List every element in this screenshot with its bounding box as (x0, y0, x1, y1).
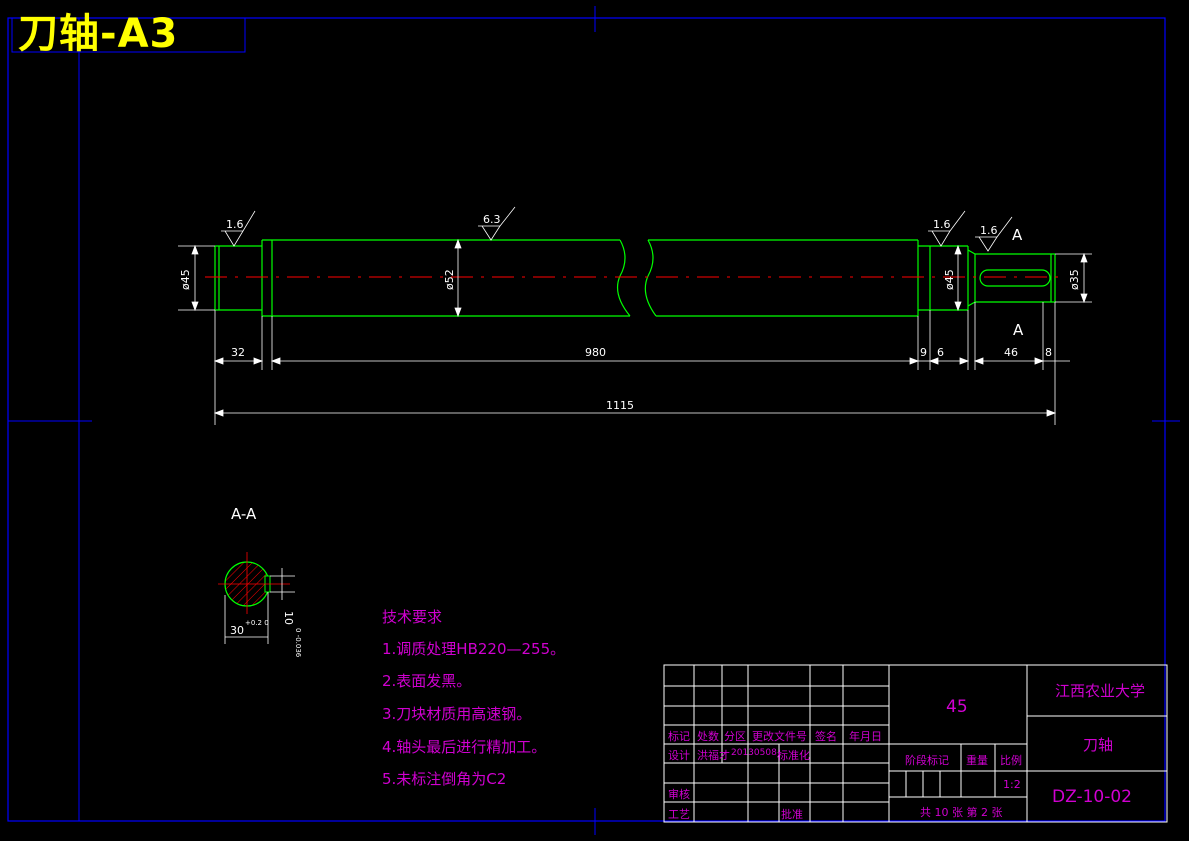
tb-header-zone: 分区 (724, 730, 746, 743)
requirements-heading: 技术要求 (382, 608, 443, 626)
tb-design-date: 20130508 (731, 748, 777, 758)
tb-design-label: 设计 (668, 749, 690, 762)
dim-8: 8 (1045, 346, 1052, 359)
title-box (11, 17, 246, 53)
dim-6: 6 (937, 346, 944, 359)
roughness-2: 6.3 (483, 213, 501, 226)
dim-d35: ø35 (1068, 269, 1081, 290)
dim-d52: ø52 (443, 269, 456, 290)
tb-header-change-doc: 更改文件号 (752, 730, 807, 743)
tb-process-label: 工艺 (668, 808, 690, 821)
tb-weight-label: 重量 (966, 754, 988, 767)
tb-standard-label: 标准化 (777, 749, 810, 762)
tb-header-date: 年月日 (849, 730, 882, 743)
requirement-1: 1.调质处理HB220—255。 (382, 640, 566, 658)
diameter-dims (178, 238, 1092, 318)
tb-header-signature: 签名 (815, 730, 837, 743)
tb-approve-label: 批准 (781, 808, 803, 821)
section-view (218, 552, 295, 644)
outer-frame (7, 17, 1166, 822)
tb-scale-label: 比例 (1000, 754, 1022, 767)
tb-designer: 洪福才 (697, 749, 730, 762)
drawing-title: 刀轴-A3 (18, 11, 179, 57)
dim-46: 46 (1004, 346, 1018, 359)
dim-1115: 1115 (606, 399, 634, 412)
section-width: 30 (230, 624, 244, 637)
tb-material: 45 (946, 697, 968, 717)
roughness-symbols (221, 206, 1013, 252)
tb-sheets: 共 10 张 第 2 张 (920, 806, 1003, 819)
tb-review-label: 审核 (668, 788, 690, 801)
section-depth-tol: 0 -0.036 (294, 628, 302, 658)
section-view-title: A-A (231, 505, 257, 523)
section-depth: 10 (282, 611, 295, 625)
dim-9: 9 (920, 346, 927, 359)
length-dims (213, 302, 1070, 425)
requirement-2: 2.表面发黑。 (382, 672, 472, 690)
roughness-4: 1.6 (980, 224, 998, 237)
dim-980: 980 (585, 346, 606, 359)
section-label-top: A (1012, 226, 1023, 244)
requirement-5: 5.未标注倒角为C2 (382, 770, 507, 788)
tb-header-count: 处数 (697, 730, 719, 743)
shaft-outline (214, 239, 1056, 317)
requirement-3: 3.刀块材质用高速钢。 (382, 705, 532, 723)
tb-school: 江西农业大学 (1055, 682, 1146, 700)
section-width-tol: +0.2 0 (245, 619, 269, 627)
roughness-3: 1.6 (933, 218, 951, 231)
dim-32: 32 (231, 346, 245, 359)
requirement-4: 4.轴头最后进行精加工。 (382, 738, 547, 756)
tb-part-name: 刀轴 (1083, 736, 1114, 754)
dim-d45-left: ø45 (179, 269, 192, 290)
tb-header-mark: 标记 (668, 730, 690, 743)
dim-d45-right: ø45 (943, 269, 956, 290)
tb-drawing-no: DZ-10-02 (1052, 787, 1132, 807)
inner-frame (78, 17, 1166, 822)
title-block-grid (663, 664, 1168, 823)
tb-scale: 1:2 (1003, 778, 1021, 791)
section-label-bottom: A (1013, 321, 1024, 339)
roughness-1: 1.6 (226, 218, 244, 231)
tb-stage-label: 阶段标记 (905, 754, 949, 767)
